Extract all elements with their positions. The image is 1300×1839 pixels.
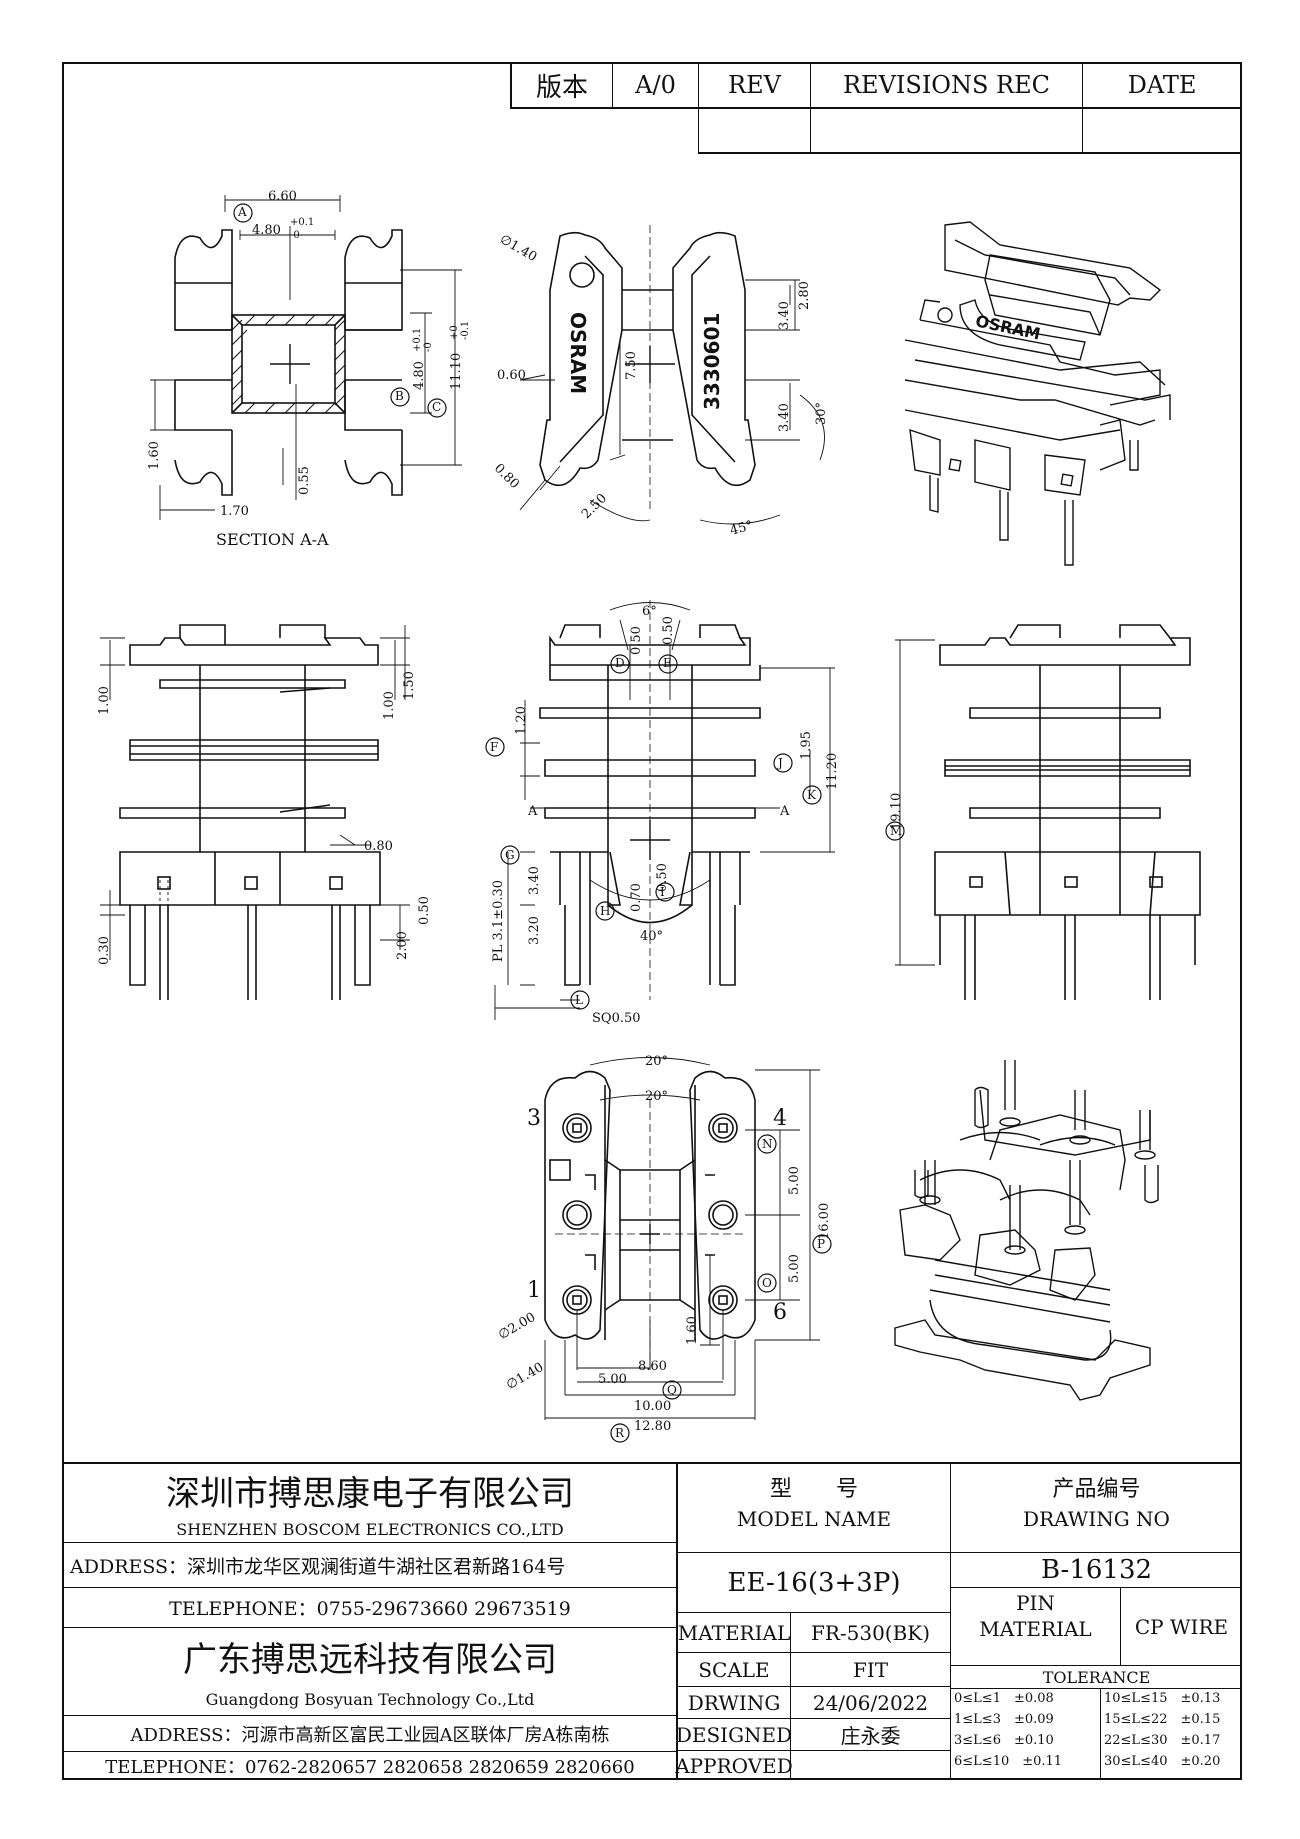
dim-0-80-side: 0.80 — [364, 839, 393, 854]
dim-2-50: 2.50 — [578, 490, 611, 523]
company2-telephone: TELEPHONE：0762-2820657 2820658 2820659 2… — [105, 1757, 635, 1778]
dim-dia-1-40-b: ∅1.40 — [503, 1359, 547, 1394]
dim-1-60-b: 1.60 — [685, 1316, 700, 1345]
material-value: FR-530(BK) — [810, 1620, 931, 1645]
company2-name-cn: 广东搏思远科技有限公司 — [183, 1639, 557, 1680]
dim-1-95: 1.95 — [799, 731, 814, 760]
scale-label: SCALE — [698, 1657, 770, 1682]
dim-3-20: 3.20 — [527, 916, 542, 945]
drawing-date-label: DRWING — [687, 1690, 781, 1715]
version-label: 版本 — [535, 72, 588, 103]
dim-5-00-c: 5.00 — [598, 1372, 627, 1387]
tolerance-label: TOLERANCE — [1042, 1667, 1151, 1687]
osram-mark: OSRAM — [566, 312, 590, 395]
company-name-cn: 深圳市搏思康电子有限公司 — [166, 1473, 574, 1514]
pin-1: 1 — [527, 1278, 541, 1303]
dim-7-50: 7.50 — [624, 351, 639, 380]
company-address: ADDRESS：深圳市龙华区观澜街道牛湖社区君新路164号 — [70, 1555, 566, 1578]
dim-12-80: 12.80 — [634, 1419, 672, 1434]
drawing-no-label-en: DRAWING NO — [1023, 1507, 1170, 1531]
dim-2-80: 2.80 — [797, 281, 812, 310]
dim-1-20: 1.20 — [514, 706, 529, 735]
dim-45-deg: 45° — [728, 518, 755, 539]
dim-0-50-side: 0.50 — [417, 896, 432, 925]
dim-4-80: 4.80 — [252, 223, 281, 238]
dim-3-40-side: 3.40 — [527, 866, 542, 895]
part-number-mark: 3330601 — [700, 312, 724, 410]
dim-0-30: 0.30 — [97, 936, 112, 965]
model-label-en: MODEL NAME — [736, 1507, 892, 1531]
dim-40-deg: 40° — [640, 929, 664, 944]
dim-16-00: 16.00 — [817, 1202, 832, 1240]
pin-material-label-2: MATERIAL — [979, 1617, 1092, 1641]
dim-6-60: 6.60 — [268, 189, 297, 204]
date-label: DATE — [1127, 71, 1197, 99]
dim-20-deg-a: 20° — [645, 1054, 669, 1069]
dim-0-55: 0.55 — [297, 466, 312, 495]
model-label-cn: 型 号 — [769, 1477, 858, 1502]
dim-20-deg-b: 20° — [645, 1089, 669, 1104]
approved-label: APPROVED — [675, 1753, 793, 1778]
revisions-label: REVISIONS REC — [842, 71, 1051, 99]
drawing-no-value: B-16132 — [1040, 1555, 1153, 1585]
company-telephone: TELEPHONE：0755-29673660 29673519 — [169, 1598, 571, 1620]
dim-10-00: 10.00 — [634, 1399, 672, 1414]
pin-material-value: CP WIRE — [1134, 1614, 1229, 1639]
dim-sq: SQ0.50 — [592, 1011, 641, 1026]
pin-material-label-1: PIN — [1016, 1591, 1055, 1615]
ref-c: C — [432, 400, 442, 414]
company2-name-en: Guangdong Bosyuan Technology Co.,Ltd — [205, 1690, 535, 1709]
dim-5-00-a: 5.00 — [787, 1166, 802, 1195]
dim-2-00: 2.00 — [395, 931, 410, 960]
dim-1-50: 1.50 — [402, 671, 417, 700]
dim-pl: PL 3.1±0.30 — [491, 879, 506, 962]
dim-1-60: 1.60 — [147, 441, 162, 470]
dim-11-10: 11.10 — [449, 352, 464, 390]
dim-dia-1-40: ∅1.40 — [496, 231, 540, 266]
rev-label: REV — [728, 71, 781, 99]
dim-4-80-b: 4.80 — [412, 361, 427, 390]
section-caption: SECTION A-A — [216, 530, 329, 549]
dim-3-40-b: 3.40 — [777, 403, 792, 432]
dim-1-70: 1.70 — [220, 504, 249, 519]
dim-0-60: 0.60 — [497, 368, 526, 383]
ref-a: A — [238, 205, 247, 219]
drawing-date-value: 24/06/2022 — [812, 1690, 929, 1715]
pin-3: 3 — [527, 1106, 541, 1131]
dim-30-deg: 30° — [814, 401, 829, 425]
material-label: MATERIAL — [677, 1620, 791, 1645]
dim-1-00-b: 1.00 — [382, 691, 397, 720]
dim-3-40-a: 3.40 — [777, 301, 792, 330]
iso-osram-mark: OSRAM — [973, 311, 1043, 344]
dim-8-60: 8.60 — [638, 1359, 667, 1374]
dim-dia-2-00: ∅2.00 — [495, 1309, 539, 1344]
company2-address: ADDRESS：河源市高新区富民工业园A区联体厂房A栋南栋 — [130, 1724, 610, 1746]
ref-b: B — [395, 389, 404, 403]
designed-label: DESIGNED — [675, 1722, 793, 1747]
dim-6-deg: 6° — [642, 604, 657, 619]
scale-value: FIT — [852, 1657, 889, 1682]
drawing-frame — [62, 62, 1242, 1780]
pin-4: 4 — [773, 1106, 787, 1131]
dim-5-00-b: 5.00 — [787, 1254, 802, 1283]
pin-6: 6 — [773, 1300, 787, 1325]
drawing-no-label-cn: 产品编号 — [1052, 1477, 1141, 1502]
dim-1-00-a: 1.00 — [97, 686, 112, 715]
dim-11-20: 11.20 — [825, 752, 840, 790]
dim-0-70: 0.70 — [629, 883, 644, 912]
company-name-en: SHENZHEN BOSCOM ELECTRONICS CO.,LTD — [176, 1519, 564, 1539]
model-value: EE-16(3+3P) — [727, 1567, 901, 1598]
dim-0-80: 0.80 — [490, 460, 523, 493]
version-value: A/0 — [635, 71, 676, 99]
designed-value: 庄永委 — [840, 1724, 901, 1748]
